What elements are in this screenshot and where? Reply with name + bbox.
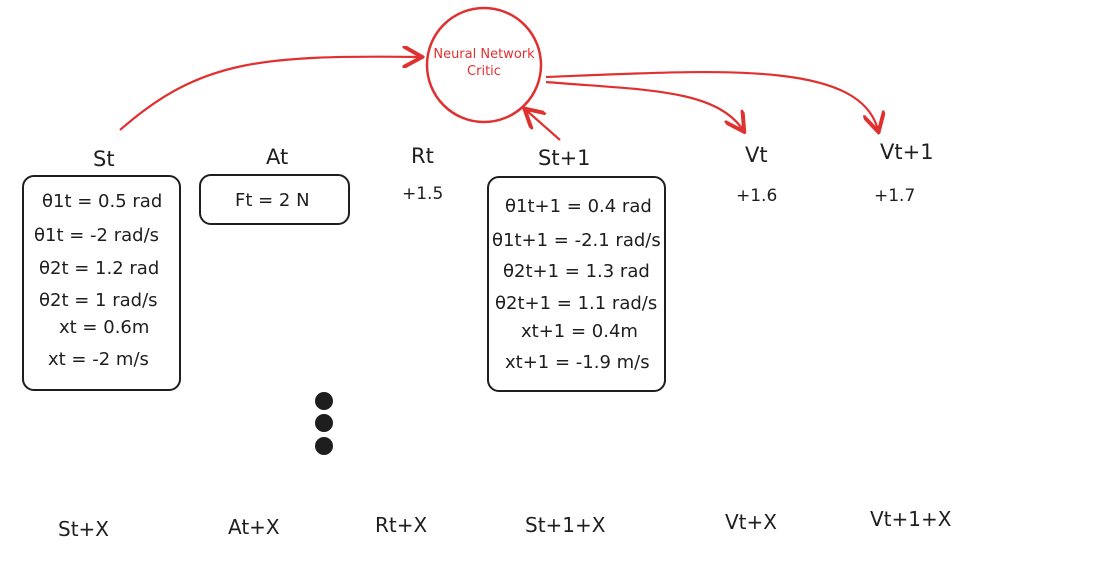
- ellipsis-dot-3: [315, 437, 333, 455]
- arrow-critic-to-vt: [545, 80, 743, 130]
- value-t-value: +1.6: [736, 186, 778, 206]
- critic-label-line1: Neural Network: [433, 47, 535, 62]
- state-t1-x-dot: xt+1 = -1.9 m/s: [505, 352, 650, 373]
- state-t1-theta2-dot: θ2t+1 = 1.1 rad/s: [495, 293, 658, 314]
- header-at: At: [266, 145, 289, 169]
- state-t1-theta1: θ1t+1 = 0.4 rad: [505, 196, 652, 217]
- header-vt1: Vt+1: [880, 140, 934, 164]
- bottom-rt: Rt+X: [375, 513, 428, 537]
- state-t-x-dot: xt = -2 m/s: [48, 349, 149, 370]
- action-t-box: Ft = 2 N: [199, 174, 350, 225]
- state-t1-theta2: θ2t+1 = 1.3 rad: [503, 261, 650, 282]
- state-t-theta1-dot: θ1t = -2 rad/s: [34, 225, 160, 246]
- arrow-critic-to-vt1: [545, 71, 878, 130]
- state-t-theta2: θ2t = 1.2 rad: [39, 258, 160, 279]
- action-t-value: Ft = 2 N: [235, 190, 310, 211]
- state-t1-x: xt+1 = 0.4m: [521, 321, 638, 342]
- state-t1-theta1-dot: θ1t+1 = -2.1 rad/s: [492, 230, 661, 251]
- state-t-theta2-dot: θ2t = 1 rad/s: [39, 290, 158, 311]
- header-rt: Rt: [411, 144, 434, 168]
- arrow-st1-to-critic: [526, 110, 561, 141]
- bottom-st1: St+1+X: [525, 513, 606, 537]
- arrow-st-to-critic: [119, 57, 420, 131]
- bottom-at: At+X: [228, 515, 280, 539]
- ellipsis-dot-2: [315, 414, 333, 432]
- state-t-theta1: θ1t = 0.5 rad: [42, 191, 163, 212]
- critic-label-line2: Critic: [467, 64, 501, 79]
- bottom-vt: Vt+X: [725, 510, 777, 534]
- critic-circle: [425, 6, 543, 124]
- state-t1-box: θ1t+1 = 0.4 rad θ1t+1 = -2.1 rad/s θ2t+1…: [487, 176, 666, 392]
- reward-t-value: +1.5: [402, 184, 444, 204]
- header-st: St: [93, 147, 115, 171]
- state-t-x: xt = 0.6m: [59, 317, 150, 338]
- bottom-st: St+X: [58, 517, 109, 541]
- header-vt: Vt: [745, 143, 768, 167]
- header-st1: St+1: [538, 146, 591, 170]
- value-t1-value: +1.7: [874, 186, 916, 206]
- critic-label: Neural Network Critic: [424, 46, 544, 80]
- bottom-vt1: Vt+1+X: [870, 507, 952, 531]
- ellipsis-dot-1: [315, 392, 333, 410]
- state-t-box: θ1t = 0.5 rad θ1t = -2 rad/s θ2t = 1.2 r…: [22, 175, 181, 391]
